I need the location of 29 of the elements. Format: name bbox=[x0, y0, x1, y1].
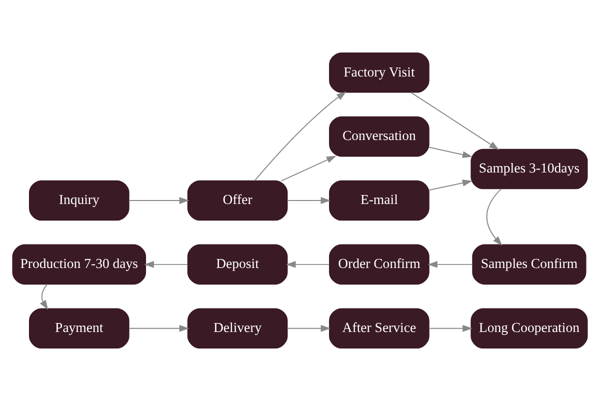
node-box: Long Cooperation bbox=[470, 308, 588, 348]
node-box: After Service bbox=[329, 308, 430, 348]
node-box: Order Confirm bbox=[329, 244, 430, 284]
node-box: Deposit bbox=[187, 244, 288, 284]
node-box: Samples 3-10days bbox=[470, 148, 588, 189]
arrow bbox=[286, 196, 331, 204]
arrow bbox=[286, 324, 331, 332]
arrow bbox=[128, 196, 190, 204]
node-box: Inquiry bbox=[28, 180, 130, 220]
arrow bbox=[428, 179, 472, 190]
arrow bbox=[410, 91, 500, 150]
node-box: Offer bbox=[187, 180, 288, 220]
node-box: Payment bbox=[28, 308, 130, 348]
node-box: Samples Confirm bbox=[472, 244, 586, 284]
node-box: Factory Visit bbox=[329, 52, 430, 92]
arrow bbox=[128, 324, 190, 332]
arrow bbox=[40, 283, 48, 310]
node-box: E-mail bbox=[329, 180, 430, 220]
arrow bbox=[144, 260, 188, 268]
node-box: Conversation bbox=[329, 116, 430, 156]
arrow bbox=[428, 260, 473, 268]
arrow bbox=[428, 324, 472, 332]
node-box: Delivery bbox=[187, 308, 288, 348]
arrow bbox=[286, 260, 330, 268]
node-box: Production 7-30 days bbox=[12, 244, 146, 284]
arrow bbox=[254, 91, 346, 181]
arrow bbox=[281, 155, 336, 181]
arrow bbox=[486, 188, 502, 246]
arrow bbox=[428, 146, 472, 158]
